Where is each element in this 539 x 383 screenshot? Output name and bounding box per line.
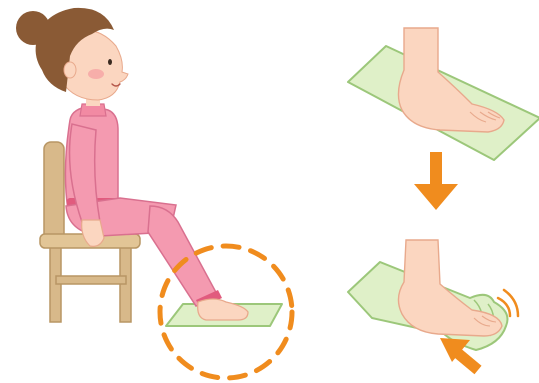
arrow-down-icon xyxy=(414,152,458,210)
step-1-foot-on-towel xyxy=(348,28,539,160)
foot-icon xyxy=(398,240,502,336)
step-2-toes-gather-towel xyxy=(348,240,518,350)
